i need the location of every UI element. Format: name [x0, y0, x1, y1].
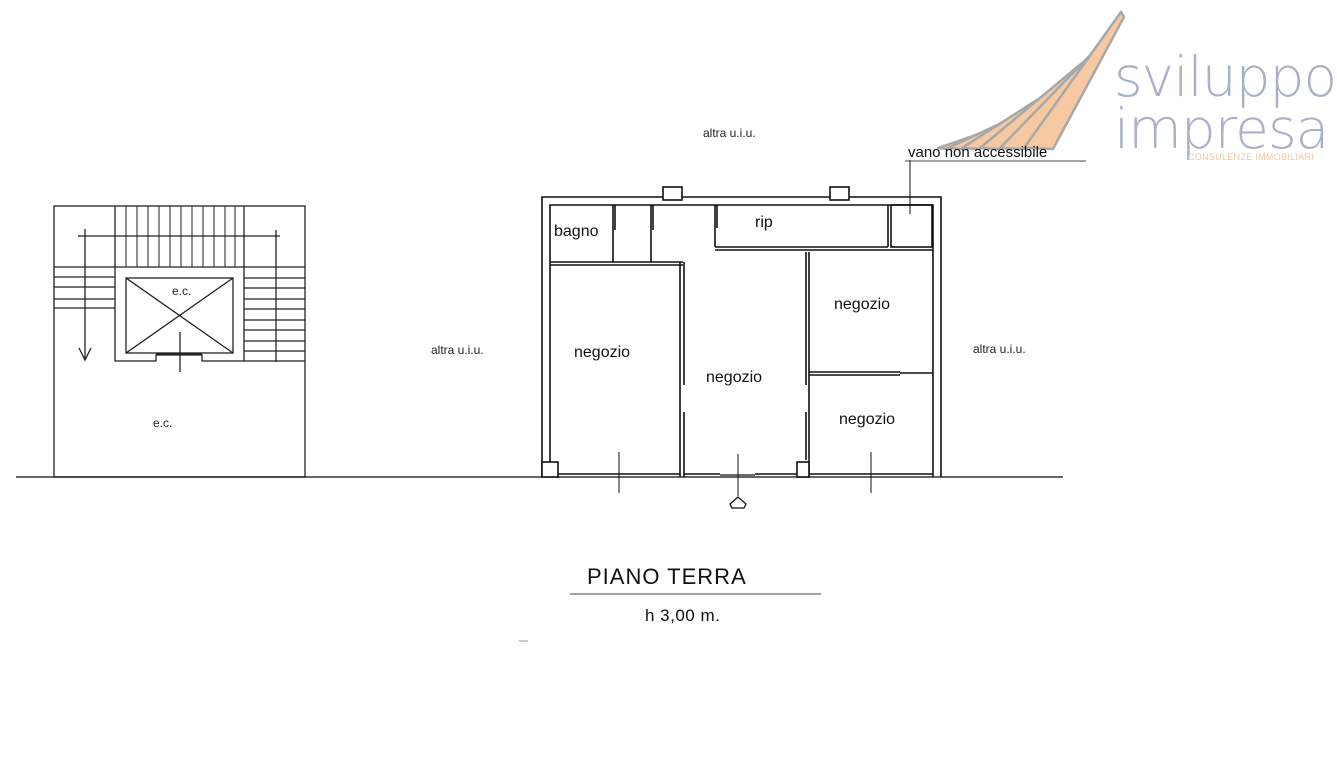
room-label-rip: rip — [755, 214, 773, 231]
neighbor-label-right: altra u.i.u. — [973, 342, 1026, 356]
shop-unit-walls — [541, 160, 942, 509]
common-area-label: e.c. — [153, 416, 173, 430]
callout-vano-non-accessibile: vano non accessibile — [908, 144, 1048, 161]
logo-stripes-icon — [936, 10, 1126, 151]
room-label-negozio-center: negozio — [706, 369, 763, 386]
room-label-negozio-left: negozio — [574, 344, 631, 361]
logo-line-1: sviluppo — [1114, 45, 1337, 109]
room-label-bagno: bagno — [554, 223, 599, 240]
stair-block — [53, 205, 306, 478]
logo-tagline: CONSULENZE IMMOBILIARI — [1188, 152, 1315, 162]
logo-line-2: impresa — [1114, 97, 1329, 161]
room-label-negozio-top-right: negozio — [834, 296, 891, 313]
room-label-negozio-bottom-right: negozio — [839, 411, 896, 428]
neighbor-label-top: altra u.i.u. — [703, 126, 756, 140]
lift-label: e.c. — [172, 284, 192, 298]
neighbor-label-left: altra u.i.u. — [431, 343, 484, 357]
plan-title: PIANO TERRA — [587, 564, 747, 589]
plan-height-note: h 3,00 m. — [645, 606, 721, 625]
entrance-arrow-icon — [729, 496, 747, 509]
